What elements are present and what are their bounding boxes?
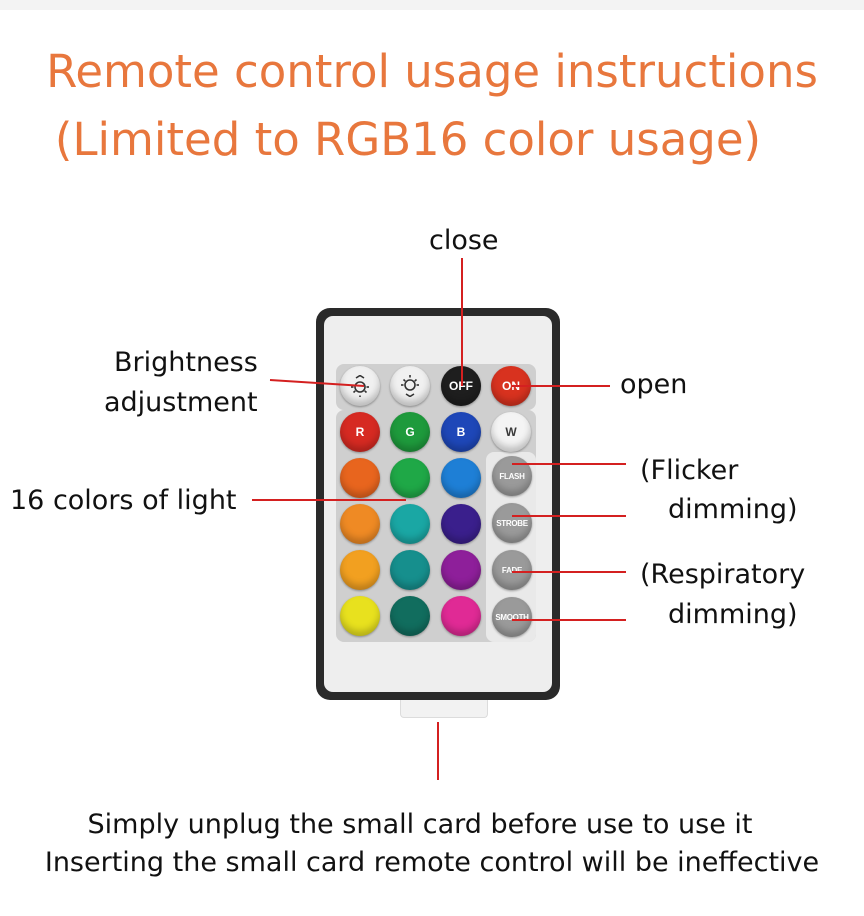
flash-button[interactable]: FLASH	[492, 456, 532, 496]
color-button-orange[interactable]	[340, 458, 380, 498]
fade-button[interactable]: FADE	[492, 550, 532, 590]
close-label: close	[429, 225, 499, 256]
brightness-down-button[interactable]	[390, 366, 430, 406]
color-button-dark-teal[interactable]	[390, 596, 430, 636]
respiratory-label-line1: (Respiratory	[640, 559, 806, 590]
brightness-down-icon	[401, 375, 419, 397]
color-button-green[interactable]	[390, 458, 430, 498]
smooth-button[interactable]: SMOOTH	[492, 597, 532, 637]
color-button-cyan[interactable]	[390, 504, 430, 544]
color-button-amber[interactable]	[340, 550, 380, 590]
color-button-sky-blue[interactable]	[441, 458, 481, 498]
white-button[interactable]: W	[491, 412, 531, 452]
red-button[interactable]: R	[340, 412, 380, 452]
flicker-label-line1: (Flicker	[640, 455, 739, 486]
footer-line1: Simply unplug the small card before use …	[87, 809, 753, 840]
color-button-indigo[interactable]	[441, 504, 481, 544]
brightness-label-line1: Brightness	[114, 347, 258, 378]
respiratory-label-line2: dimming)	[668, 599, 798, 630]
off-button[interactable]: OFF	[441, 366, 481, 406]
strobe-button[interactable]: STROBE	[492, 503, 532, 543]
page-subtitle: (Limited to RGB16 color usage)	[54, 113, 762, 166]
color-button-pink[interactable]	[441, 596, 481, 636]
color-button-yellow[interactable]	[340, 596, 380, 636]
open-label: open	[620, 369, 688, 400]
color-button-purple[interactable]	[441, 550, 481, 590]
on-button[interactable]: ON	[491, 366, 531, 406]
colors-label: 16 colors of light	[10, 485, 237, 516]
green-button[interactable]: G	[390, 412, 430, 452]
footer-line2: Inserting the small card remote control …	[44, 847, 820, 878]
brightness-up-icon	[351, 375, 369, 397]
page-title: Remote control usage instructions	[46, 45, 818, 98]
brightness-label-line2: adjustment	[104, 387, 258, 418]
top-strip	[0, 0, 864, 10]
brightness-up-button[interactable]	[340, 366, 380, 406]
blue-button[interactable]: B	[441, 412, 481, 452]
color-button-teal[interactable]	[390, 550, 430, 590]
color-button-light-orange[interactable]	[340, 504, 380, 544]
battery-card-tab	[400, 700, 488, 718]
flicker-label-line2: dimming)	[668, 494, 798, 525]
